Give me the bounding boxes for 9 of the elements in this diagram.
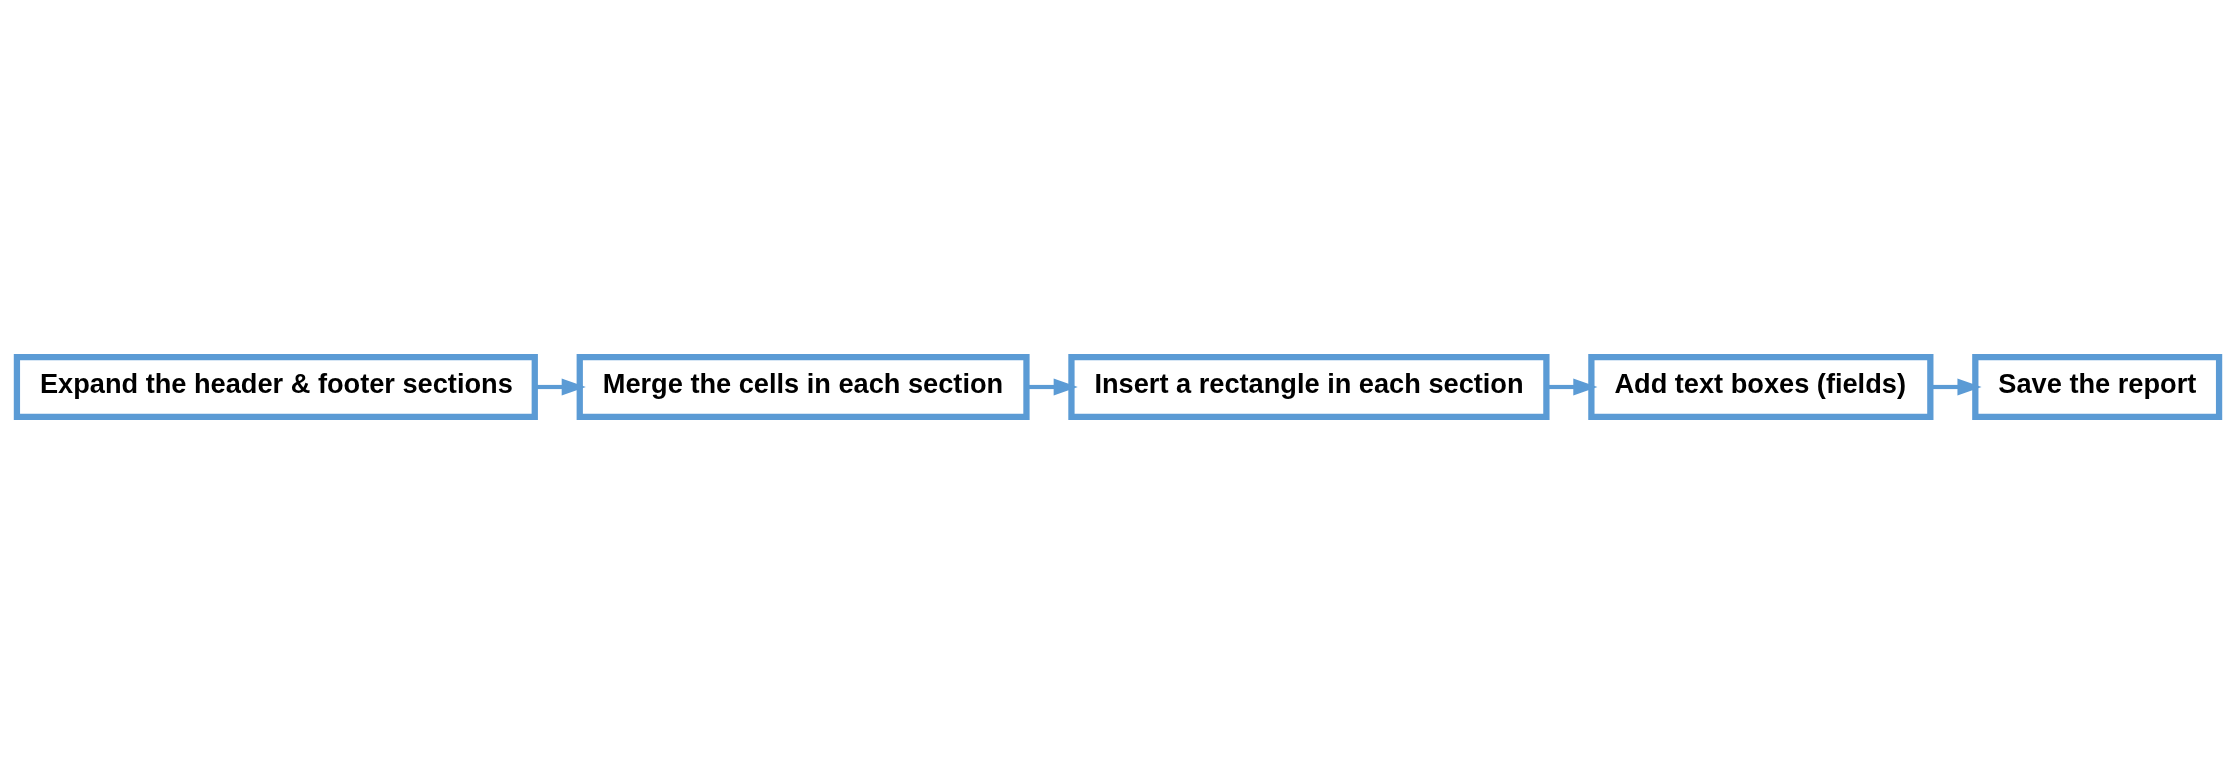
node-box: Merge the cells in each section bbox=[576, 353, 1030, 420]
arrow bbox=[1930, 378, 1982, 395]
arrow bbox=[1546, 378, 1598, 395]
node-box: Save the report bbox=[1972, 353, 2223, 420]
node-box: Insert a rectangle in each section bbox=[1068, 353, 1550, 420]
node-box: Expand the header & footer sections bbox=[13, 353, 538, 420]
node-box: Add text boxes (fields) bbox=[1588, 353, 1934, 420]
arrow bbox=[534, 378, 586, 395]
arrow bbox=[1026, 378, 1078, 395]
